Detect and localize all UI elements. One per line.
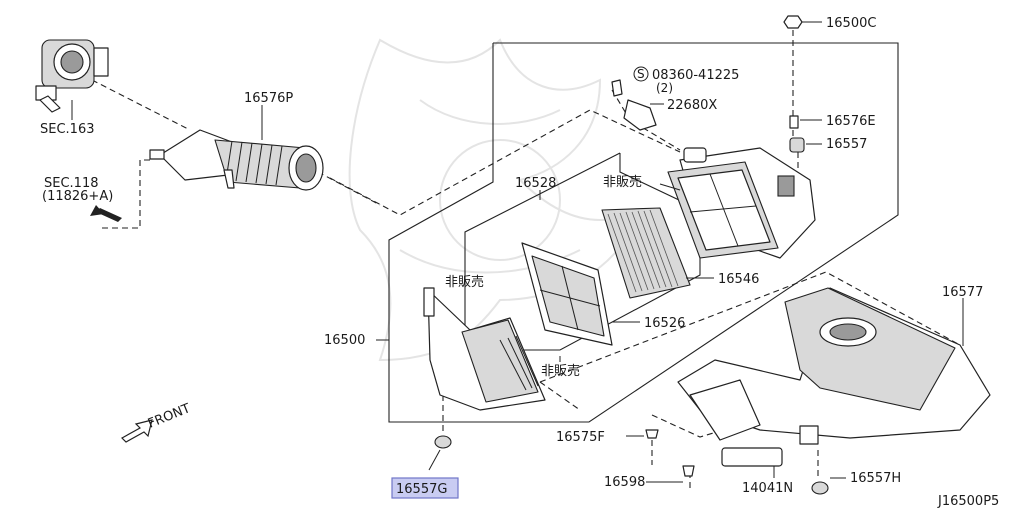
label-22680X[interactable]: 22680X: [667, 98, 717, 113]
clip-16598-icon: [682, 465, 695, 477]
filter-frame-part[interactable]: [521, 242, 613, 346]
label-not-sold-lower-case: 非販売: [445, 274, 484, 290]
label-16500C[interactable]: 16500C: [826, 16, 876, 31]
leader-lines: [71, 21, 964, 483]
intake-hose-part[interactable]: [149, 129, 324, 191]
screw-icon: [611, 79, 623, 97]
grommet-16557H-icon: [811, 481, 829, 495]
clip-16575F-icon: [645, 429, 659, 439]
label-16576E[interactable]: 16576E: [826, 114, 876, 129]
fasteners: [434, 15, 829, 495]
screw-symbol-text: S: [637, 67, 645, 81]
label-front: FRONT: [146, 401, 193, 432]
label-sec118-ref: (11826+A): [42, 189, 113, 204]
label-not-sold-upper: 非販売: [603, 174, 642, 190]
label-16557[interactable]: 16557: [826, 137, 867, 152]
label-08360-qty: (2): [656, 81, 673, 95]
diagram-code: J16500P5: [937, 494, 999, 509]
part-labels: 16500C S 08360-41225 (2) 22680X 16576E 1…: [40, 16, 999, 509]
label-16528[interactable]: 16528: [515, 176, 556, 191]
label-not-sold-frame: 非販売: [541, 363, 580, 379]
sec118-arrow-icon: [90, 205, 122, 222]
label-16598[interactable]: 16598: [604, 475, 645, 490]
bolt-icon: [789, 115, 799, 129]
label-08360-41225[interactable]: 08360-41225: [652, 68, 739, 83]
label-16526[interactable]: 16526: [644, 316, 685, 331]
grommet-16557G-icon: [434, 435, 452, 449]
air-cleaner-lower-case-part[interactable]: [423, 287, 546, 411]
nut-icon: [783, 15, 803, 29]
label-16557G[interactable]: 16557G: [396, 482, 447, 497]
label-16575F[interactable]: 16575F: [556, 430, 605, 445]
label-16577[interactable]: 16577: [942, 285, 983, 300]
grommet-icon: [789, 137, 805, 153]
assembly-frames: [388, 42, 899, 423]
label-16576P[interactable]: 16576P: [244, 91, 293, 106]
front-direction-arrow-icon: [121, 419, 153, 443]
throttle-body-part[interactable]: [35, 39, 109, 113]
screw-symbol-icon: S: [633, 66, 649, 82]
label-14041N[interactable]: 14041N: [742, 481, 793, 496]
air-filter-element-part[interactable]: [601, 207, 691, 299]
label-sec118[interactable]: SEC.118: [44, 176, 99, 191]
label-16500[interactable]: 16500: [324, 333, 365, 348]
label-sec163[interactable]: SEC.163: [40, 122, 95, 137]
air-cleaner-upper-case-part[interactable]: [667, 147, 816, 259]
sensor-icon: [623, 99, 657, 131]
highlight-box-16557G: [391, 477, 459, 499]
resonator-duct-part[interactable]: [677, 287, 991, 467]
label-16546[interactable]: 16546: [718, 272, 759, 287]
label-16557H[interactable]: 16557H: [850, 471, 901, 486]
